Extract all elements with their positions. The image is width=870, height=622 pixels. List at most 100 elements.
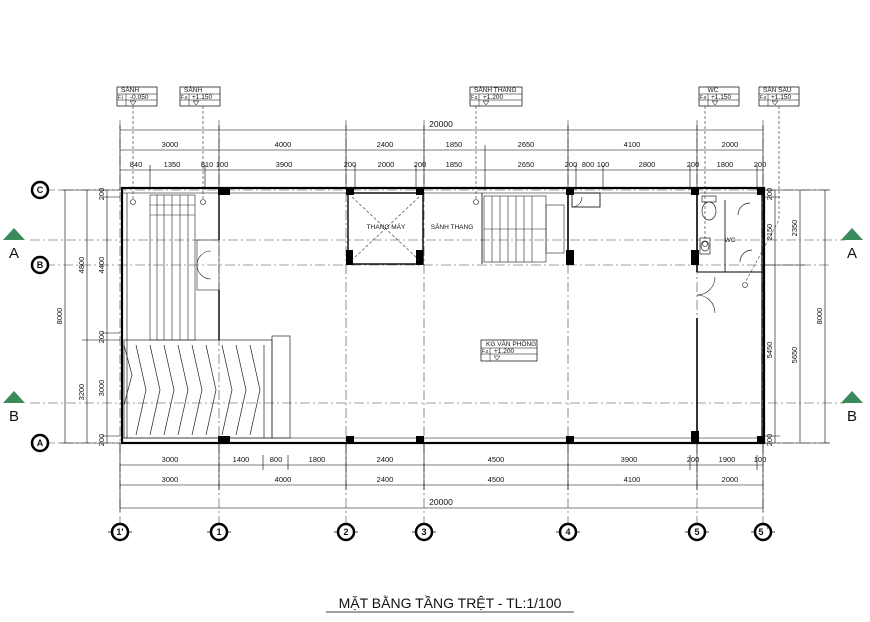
top-dim-text: 20000 3000 4000 2400 1850 2650 4100 2000…: [130, 119, 767, 169]
elevator-label: THANG MÁY: [367, 222, 406, 231]
svg-text:B: B: [9, 408, 19, 425]
svg-text:': ': [767, 527, 769, 534]
svg-text:F.s: F.s: [700, 95, 707, 101]
level-tag-3: SẢNH THANG F.s +1.200: [469, 85, 523, 200]
drawing-title: MẶT BẰNG TẦNG TRỆT - TL:1/100: [339, 594, 562, 611]
svg-text:100: 100: [754, 455, 767, 464]
svg-text:WC: WC: [708, 87, 719, 94]
svg-text:4500: 4500: [488, 455, 505, 464]
grid-row-b: B: [37, 260, 44, 270]
svg-text:3: 3: [421, 527, 426, 537]
svg-text:800: 800: [582, 160, 595, 169]
bottom-overall-dim: 20000: [429, 497, 453, 507]
right-dimensions: [763, 189, 830, 444]
grid-col-3: 3: [412, 522, 436, 542]
level-tag-5: SÂN SAU F.s +1.150: [744, 85, 800, 284]
svg-text:4000: 4000: [275, 140, 292, 149]
svg-text:F.s: F.s: [760, 95, 767, 101]
elevator-shaft: [351, 196, 420, 261]
svg-text:1800: 1800: [309, 455, 326, 464]
svg-text:F.s: F.s: [482, 349, 489, 355]
svg-text:2000: 2000: [722, 475, 739, 484]
svg-text:2800: 2800: [639, 160, 656, 169]
svg-text:2350: 2350: [790, 220, 799, 237]
svg-text:2: 2: [343, 527, 348, 537]
left-dim-text: 8000 4800 3200 200 4400 200 3000 200: [55, 188, 106, 447]
svg-text:200: 200: [687, 455, 700, 464]
svg-text:3900: 3900: [621, 455, 638, 464]
svg-text:4100: 4100: [624, 140, 641, 149]
entrance-stair: [149, 194, 220, 341]
svg-text:5: 5: [758, 527, 763, 537]
doors: [571, 196, 716, 314]
svg-text:200: 200: [565, 160, 578, 169]
svg-text:200: 200: [344, 160, 357, 169]
structural-columns: [218, 188, 764, 443]
grid-lines: [30, 120, 845, 525]
svg-text:200: 200: [97, 188, 106, 201]
svg-text:1800: 1800: [717, 160, 734, 169]
top-overall-dim: 20000: [429, 119, 453, 129]
svg-text:3000: 3000: [162, 475, 179, 484]
svg-text:1': 1': [116, 527, 123, 537]
svg-text:3000: 3000: [162, 140, 179, 149]
grid-col-4: 4: [556, 522, 580, 542]
section-b-left: B: [3, 391, 25, 425]
section-a-left: A: [3, 228, 25, 262]
svg-text:4: 4: [565, 527, 570, 537]
svg-text:SẢNH: SẢNH: [121, 85, 139, 94]
svg-text:4400: 4400: [97, 257, 106, 274]
svg-text:1350: 1350: [164, 160, 181, 169]
main-stair: [483, 195, 565, 263]
grid-col-5prime: 5 ': [751, 522, 775, 542]
svg-text:5650: 5650: [790, 347, 799, 364]
svg-text:2400: 2400: [377, 475, 394, 484]
svg-text:1850: 1850: [446, 160, 463, 169]
svg-text:1: 1: [216, 527, 221, 537]
svg-text:2650: 2650: [518, 160, 535, 169]
svg-text:800: 800: [270, 455, 283, 464]
svg-text:SÂN SAU: SÂN SAU: [763, 85, 792, 94]
svg-text:+1.200: +1.200: [494, 348, 514, 355]
svg-text:F.l: F.l: [118, 95, 123, 101]
svg-text:B: B: [847, 408, 857, 425]
svg-text:F.s: F.s: [181, 95, 188, 101]
svg-text:3900: 3900: [276, 160, 293, 169]
svg-text:200: 200: [97, 331, 106, 344]
svg-text:2150: 2150: [765, 224, 774, 241]
svg-text:1900: 1900: [719, 455, 736, 464]
row-bubbles: C B A: [30, 180, 50, 453]
svg-text:2400: 2400: [377, 455, 394, 464]
svg-text:200: 200: [765, 434, 774, 447]
svg-text:5450: 5450: [765, 342, 774, 359]
svg-text:2650: 2650: [518, 140, 535, 149]
wc-fixtures: [699, 195, 753, 263]
svg-text:3200: 3200: [77, 384, 86, 401]
level-tag-4: WC F.s +1.150: [698, 86, 740, 241]
svg-text:F.s: F.s: [471, 95, 478, 101]
grid-col-2: 2: [334, 522, 358, 542]
svg-text:810: 810: [201, 160, 214, 169]
svg-text:3000: 3000: [97, 380, 106, 397]
bottom-dimensions: [119, 443, 764, 512]
svg-text:200: 200: [765, 188, 774, 201]
svg-text:SẢNH: SẢNH: [184, 85, 202, 94]
wc-label: WC: [725, 237, 736, 244]
grid-row-c: C: [37, 185, 44, 195]
svg-text:2400: 2400: [377, 140, 394, 149]
grid-col-1: 1: [207, 522, 231, 542]
svg-text:2000: 2000: [378, 160, 395, 169]
section-a-right: A: [841, 228, 863, 262]
level-tag-6: KG VĂN PHÒNG F.s +1.200: [480, 339, 538, 362]
svg-text:200: 200: [687, 160, 700, 169]
svg-text:100: 100: [597, 160, 610, 169]
svg-text:+1.150: +1.150: [771, 94, 791, 101]
svg-text:SẢNH THANG: SẢNH THANG: [474, 85, 517, 94]
svg-text:100: 100: [216, 160, 229, 169]
svg-text:4500: 4500: [488, 475, 505, 484]
top-dimensions: [119, 125, 764, 190]
col-bubbles: 1' 1 2 3 4 5 5: [108, 522, 775, 542]
level-tag-1: SẢNH F.l -0.050: [116, 85, 158, 200]
svg-text:200: 200: [754, 160, 767, 169]
